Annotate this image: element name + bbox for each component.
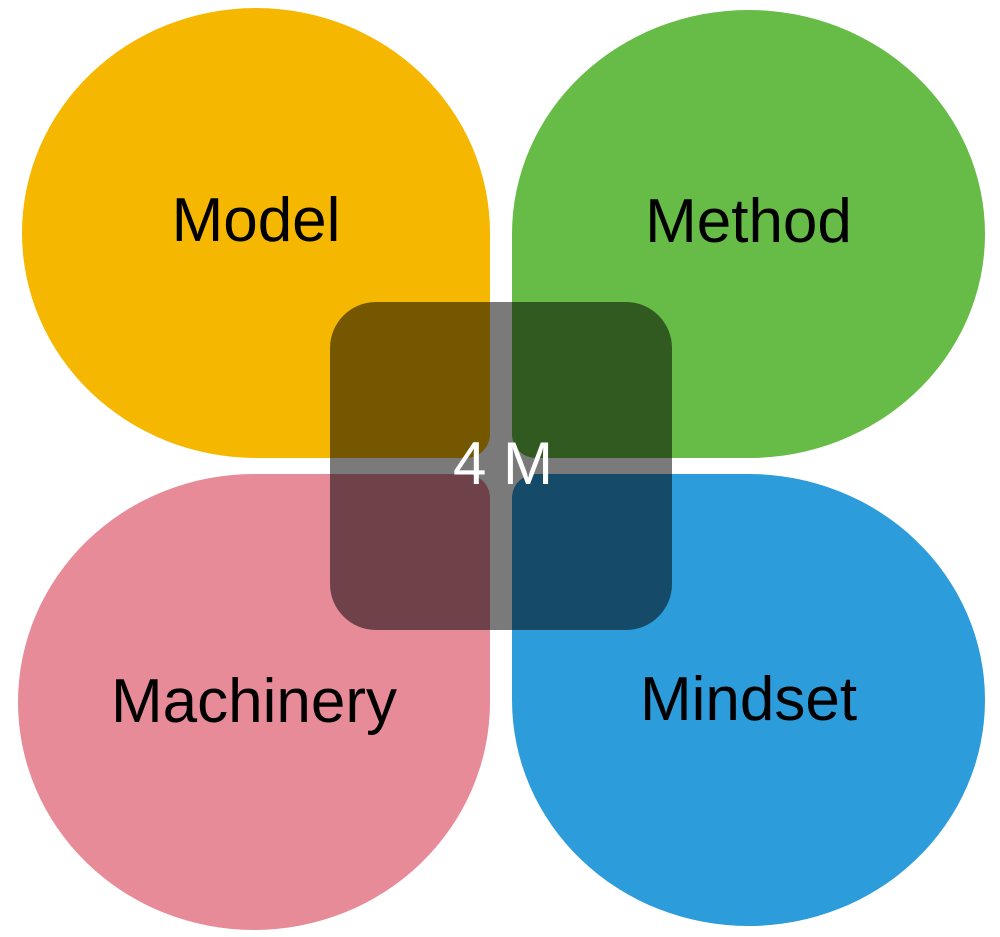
petal-machinery-label: Machinery [111,667,397,736]
petal-machinery: Machinery [18,474,490,930]
petal-model: Model [22,8,490,458]
center-overlay [330,302,672,630]
center-label: 4 M [452,430,554,497]
petal-mindset-label: Mindset [639,665,858,734]
petal-model-label: Model [171,186,341,255]
petal-method-label: Method [645,187,852,256]
